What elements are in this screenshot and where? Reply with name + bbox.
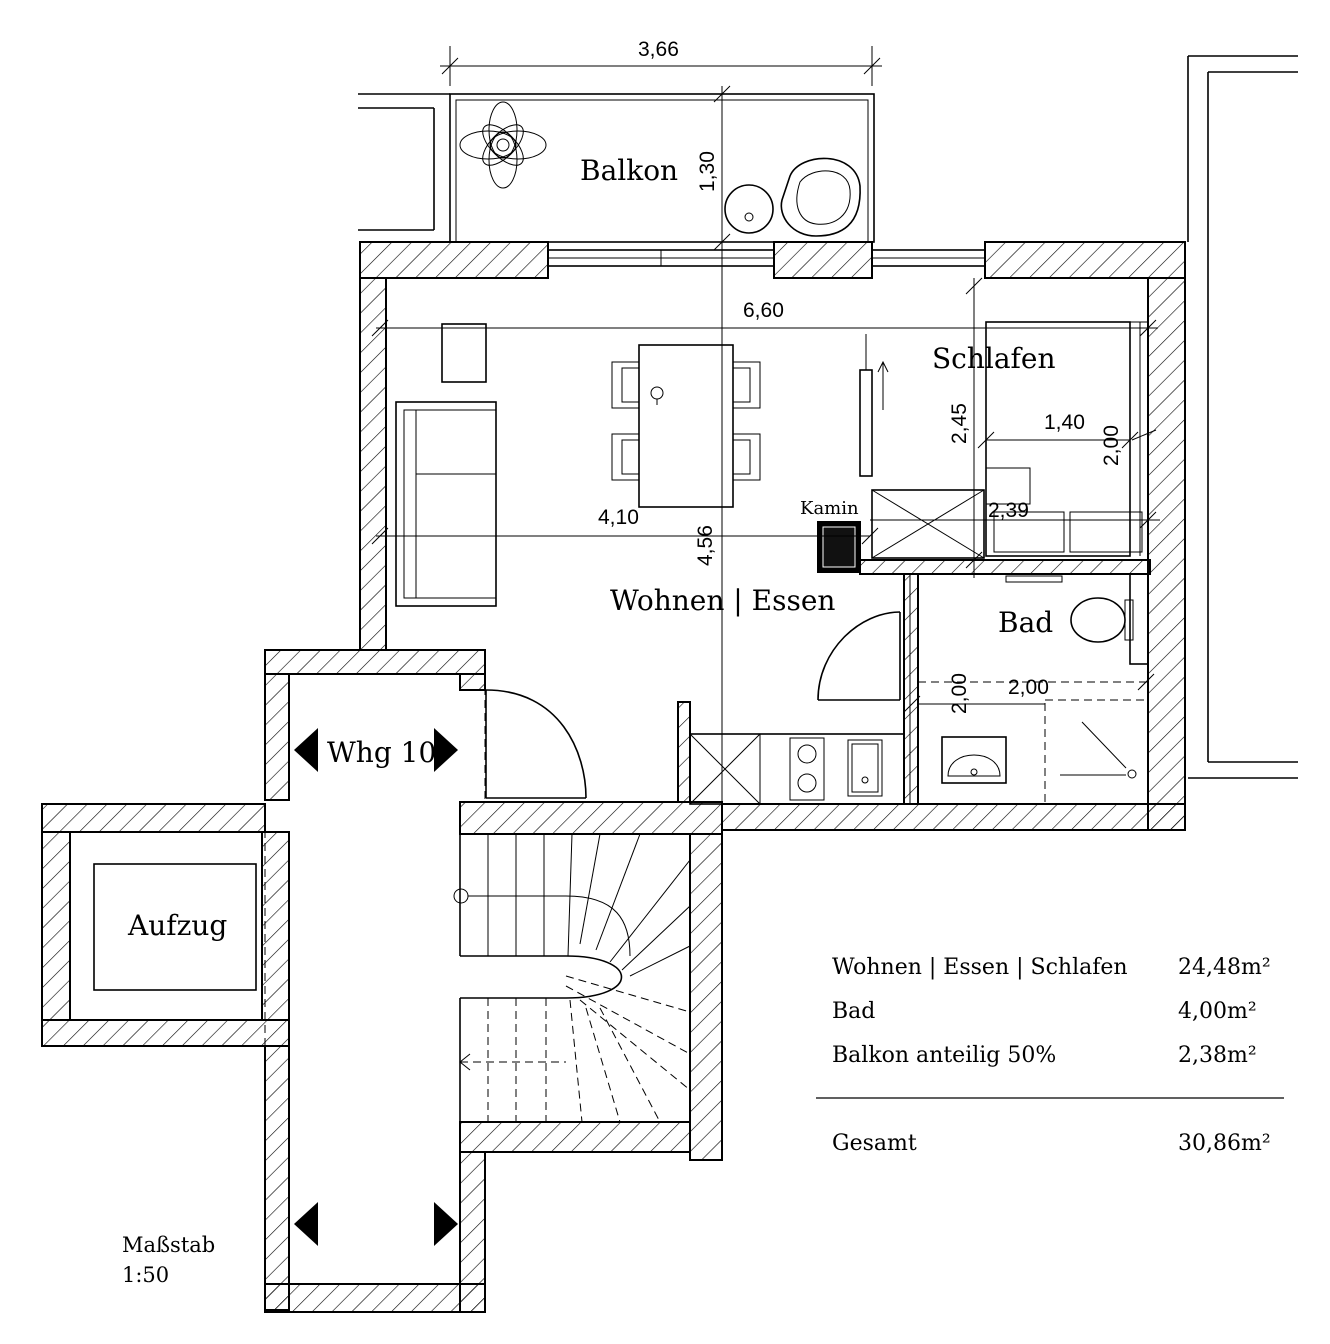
area-row-2-label: Bad (832, 999, 875, 1024)
dim-bad-width: 2,00 (1008, 676, 1049, 699)
dim-living-left-width: 4,10 (598, 506, 639, 529)
area-row-1-value: 24,48m² (1178, 955, 1271, 980)
whg-label: Whg 10 (327, 736, 436, 769)
balcony (358, 93, 875, 243)
bad-label: Bad (998, 606, 1053, 639)
scale-note: Maßstab 1:50 (122, 1233, 215, 1287)
windows (547, 249, 986, 267)
toilet-icon (1070, 573, 1149, 665)
area-total-value: 30,86m² (1178, 1131, 1271, 1156)
dim-living-width: 6,60 (743, 299, 784, 322)
area-total-label: Gesamt (832, 1131, 917, 1156)
round-table-icon (724, 184, 774, 234)
bathroom-furniture (917, 573, 1149, 805)
plant-icon (459, 101, 547, 189)
circulation (69, 674, 691, 1300)
area-table: Wohnen | Essen | Schlafen 24,48m² Bad 4,… (816, 955, 1284, 1156)
aufzug-label: Aufzug (127, 909, 227, 942)
doors (485, 611, 901, 799)
dim-schlafen-depth: 2,45 (948, 403, 971, 444)
dim-bed-width: 1,40 (1044, 411, 1085, 434)
dim-living-depth: 4,56 (694, 525, 717, 566)
dining-table-icon (611, 344, 761, 508)
scale-label: Maßstab (122, 1233, 215, 1257)
stove-icon (789, 737, 825, 801)
side-cabinet-icon (441, 323, 487, 383)
dim-balkon-width: 3,66 (638, 38, 679, 61)
area-row-1-label: Wohnen | Essen | Schlafen (832, 955, 1128, 980)
dim-schlafen-width: 2,39 (988, 499, 1029, 522)
sofa-icon (395, 401, 497, 607)
dim-bad-depth: 2,00 (948, 673, 971, 714)
scale-value: 1:50 (122, 1263, 169, 1287)
shower-icon (1044, 699, 1149, 805)
bedroom-furniture (871, 321, 1148, 559)
dimension-lines (371, 46, 1160, 804)
wohnen-essen-label: Wohnen | Essen (610, 584, 835, 617)
area-row-3-label: Balkon anteilig 50% (832, 1043, 1056, 1068)
living-furniture (395, 323, 905, 805)
schlafen-label: Schlafen (932, 342, 1056, 375)
bed-icon (993, 511, 1065, 553)
neighbour-building (1187, 55, 1298, 779)
kitchen-sink-icon (847, 739, 883, 797)
dimension-labels: 3,66 1,30 6,60 4,10 4,56 2,45 1,40 2,00 … (598, 38, 1123, 714)
room-labels: Balkon Schlafen Wohnen | Essen Bad Whg 1… (127, 154, 1056, 942)
walls (41, 241, 1186, 1313)
kamin-label: Kamin (800, 498, 859, 519)
balkon-label: Balkon (580, 154, 678, 187)
staircase (453, 833, 691, 1123)
area-row-3-value: 2,38m² (1178, 1043, 1257, 1068)
elevator-car (93, 863, 257, 991)
washbasin-icon (941, 736, 1007, 784)
area-row-2-value: 4,00m² (1178, 999, 1257, 1024)
lounge-chair-icon (780, 157, 861, 237)
dim-bed-length: 2,00 (1100, 425, 1123, 466)
dim-balkon-depth: 1,30 (696, 151, 719, 192)
